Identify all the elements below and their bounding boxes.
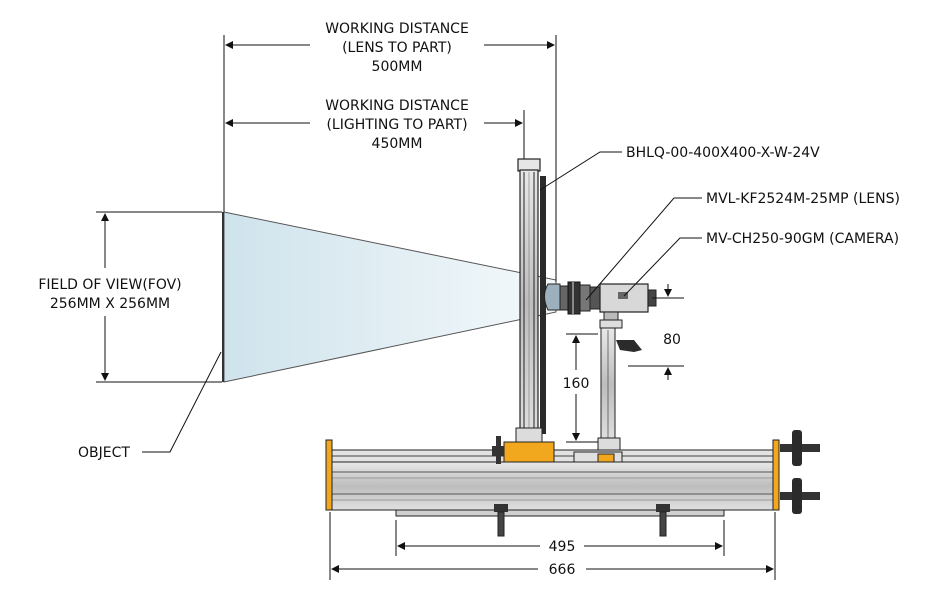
camera-height-dimension: 80 <box>628 284 684 380</box>
callout-lens-label: MVL-KF2524M-25MP (LENS) <box>706 191 900 207</box>
working-distance-lens-dimension: WORKING DISTANCE (LENS TO PART) 500MM <box>223 21 557 282</box>
adjustment-knob-lower <box>780 478 820 514</box>
bar-light <box>515 158 546 443</box>
rail-span-inner-dimension: 495 <box>395 520 725 556</box>
lens-assembly <box>544 281 601 315</box>
fov-line1: FIELD OF VIEW(FOV) <box>38 277 181 293</box>
dim-495-label: 495 <box>549 539 576 555</box>
wd-lens-line1: WORKING DISTANCE <box>325 21 469 37</box>
adjustment-knob-upper <box>780 430 820 466</box>
wd-light-line2: (LIGHTING TO PART) <box>326 117 467 133</box>
callout-camera: MV-CH250-90GM (CAMERA) <box>623 231 899 297</box>
callout-light: BHLQ-00-400X400-X-W-24V <box>539 145 820 191</box>
field-of-view-cone <box>223 211 557 383</box>
light-bracket <box>492 436 555 464</box>
callout-light-label: BHLQ-00-400X400-X-W-24V <box>626 145 820 161</box>
callout-object-label: OBJECT <box>78 445 130 461</box>
wd-light-line1: WORKING DISTANCE <box>325 98 469 114</box>
field-of-view-dimension: FIELD OF VIEW(FOV) 256MM X 256MM <box>38 211 222 383</box>
wd-lens-line2: (LENS TO PART) <box>342 40 452 56</box>
fov-line2: 256MM X 256MM <box>50 296 170 312</box>
mount-height-dimension: 160 <box>563 333 598 443</box>
rail-span-total-dimension: 666 <box>329 512 776 580</box>
callout-camera-label: MV-CH250-90GM (CAMERA) <box>706 231 899 247</box>
wd-light-line3: 450MM <box>372 136 423 152</box>
dim-160-label: 160 <box>563 376 590 392</box>
working-distance-lighting-dimension: WORKING DISTANCE (LIGHTING TO PART) 450M… <box>225 98 525 160</box>
camera-body <box>599 283 657 313</box>
dim-80-label: 80 <box>663 332 681 348</box>
dim-666-label: 666 <box>549 562 576 578</box>
callout-object: OBJECT <box>78 351 222 461</box>
camera-bracket <box>573 451 623 463</box>
callout-lens: MVL-KF2524M-25MP (LENS) <box>585 191 900 301</box>
camera-mount-post <box>597 311 642 451</box>
wd-lens-line3: 500MM <box>372 59 423 75</box>
